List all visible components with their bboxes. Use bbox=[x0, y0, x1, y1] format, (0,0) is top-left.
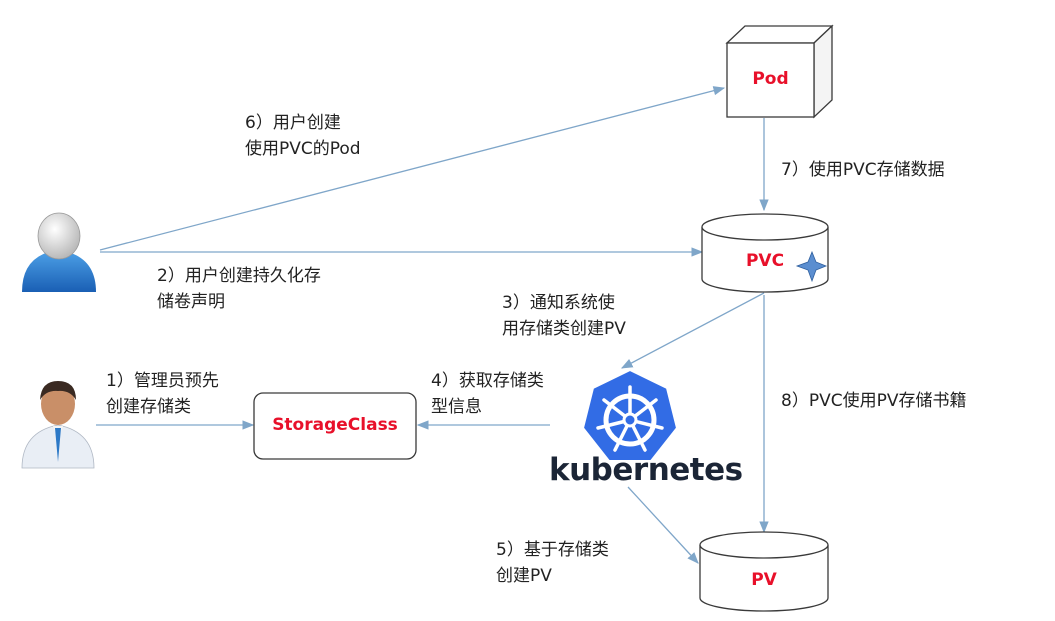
step3-label: 3）通知系统使 用存储类创建PV bbox=[502, 290, 626, 342]
step3-line2: 用存储类创建PV bbox=[502, 319, 626, 339]
step6-line2: 使用PVC的Pod bbox=[245, 139, 361, 159]
step2-line1: 2）用户创建持久化存 bbox=[157, 266, 321, 286]
admin-icon bbox=[21, 381, 95, 469]
step2-label: 2）用户创建持久化存 储卷声明 bbox=[157, 263, 321, 315]
step6-line1: 6）用户创建 bbox=[245, 113, 341, 133]
step1-label: 1）管理员预先 创建存储类 bbox=[106, 368, 219, 420]
kubernetes-logo bbox=[581, 368, 679, 462]
arrow-user-to-pod bbox=[99, 86, 726, 251]
pvc-cylinder bbox=[701, 213, 829, 293]
step5-line1: 5）基于存储类 bbox=[496, 540, 609, 560]
arrow-k8s-to-pv bbox=[627, 486, 699, 564]
step1-line1: 1）管理员预先 bbox=[106, 371, 219, 391]
step8-label: 8）PVC使用PV存储书籍 bbox=[781, 388, 966, 414]
pv-label: PV bbox=[751, 570, 777, 590]
step2-line2: 储卷声明 bbox=[157, 292, 225, 312]
star-icon bbox=[795, 250, 828, 283]
pv-cylinder bbox=[699, 531, 829, 612]
step6-label: 6）用户创建 使用PVC的Pod bbox=[245, 110, 361, 162]
step5-label: 5）基于存储类 创建PV bbox=[496, 537, 609, 589]
step7-label: 7）使用PVC存储数据 bbox=[781, 157, 945, 183]
step1-line2: 创建存储类 bbox=[106, 397, 191, 417]
step7-line1: 7）使用PVC存储数据 bbox=[781, 160, 945, 180]
step5-line2: 创建PV bbox=[496, 566, 552, 586]
step4-line1: 4）获取存储类 bbox=[431, 371, 544, 391]
arrows bbox=[96, 86, 769, 564]
kubernetes-wordmark: kubernetes bbox=[549, 452, 743, 488]
step4-label: 4）获取存储类 型信息 bbox=[431, 368, 544, 420]
step4-line2: 型信息 bbox=[431, 397, 482, 417]
user-icon bbox=[22, 212, 96, 292]
storageclass-box bbox=[253, 392, 417, 460]
step8-line1: 8）PVC使用PV存储书籍 bbox=[781, 391, 967, 411]
storageclass-label: StorageClass bbox=[272, 415, 398, 435]
pvc-label: PVC bbox=[745, 251, 785, 271]
pod-label: Pod bbox=[752, 69, 789, 89]
arrow-pvc-to-k8s bbox=[620, 292, 765, 369]
pod-cube bbox=[725, 24, 834, 119]
step3-line1: 3）通知系统使 bbox=[502, 293, 615, 313]
